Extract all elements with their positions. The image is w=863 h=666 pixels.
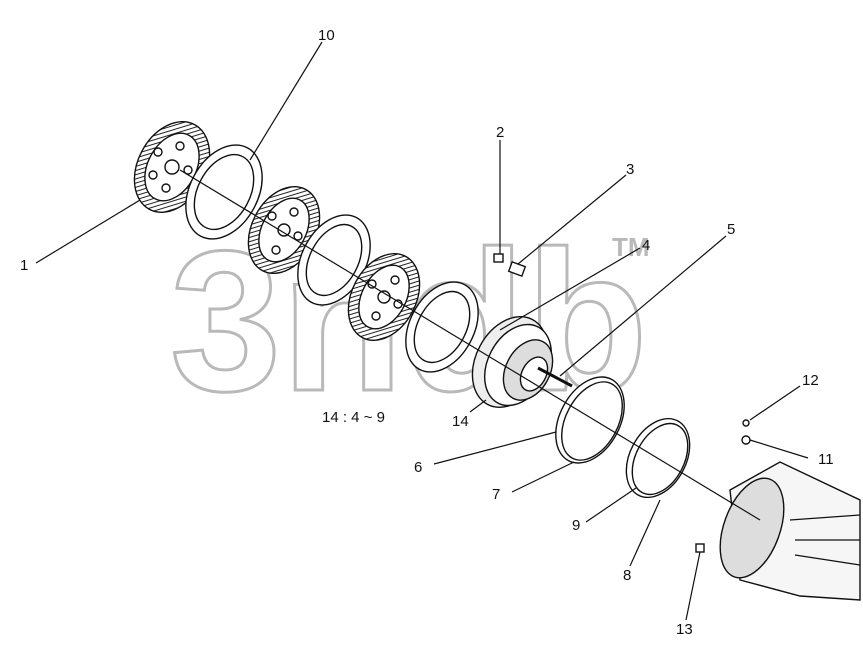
ball-12 xyxy=(742,419,750,427)
callout-7: 7 xyxy=(492,486,500,503)
ring-6-7 xyxy=(555,376,625,464)
assembly-axis xyxy=(179,169,761,521)
axle-housing xyxy=(719,461,861,601)
friction-disc-2 xyxy=(247,185,321,275)
assembly-note: 14 : 4 ~ 9 xyxy=(322,409,385,426)
pin-3 xyxy=(507,261,527,277)
rod-5 xyxy=(537,366,573,388)
friction-disc-3 xyxy=(347,252,421,342)
callout-6: 6 xyxy=(414,459,422,476)
callout-10: 10 xyxy=(318,27,335,44)
leader-lines xyxy=(35,41,809,621)
callout-9: 9 xyxy=(572,517,580,534)
callout-1: 1 xyxy=(20,257,28,274)
callout-14: 14 xyxy=(452,413,469,430)
piston-assembly-14 xyxy=(471,316,554,408)
callout-5: 5 xyxy=(727,221,735,238)
callout-3: 3 xyxy=(626,161,634,178)
bolt-13 xyxy=(695,543,705,553)
callout-13: 13 xyxy=(676,621,693,638)
callout-8: 8 xyxy=(623,567,631,584)
bolt-2 xyxy=(493,253,504,263)
watermark-tm: TM xyxy=(612,232,650,262)
callout-12: 12 xyxy=(802,372,819,389)
callout-2: 2 xyxy=(496,124,504,141)
callout-4: 4 xyxy=(642,237,650,254)
steel-plate-3 xyxy=(405,281,479,373)
callout-11: 11 xyxy=(818,451,834,468)
steel-plate-10 xyxy=(185,144,263,240)
steel-plate-2 xyxy=(297,214,371,306)
washer-11 xyxy=(741,435,751,445)
